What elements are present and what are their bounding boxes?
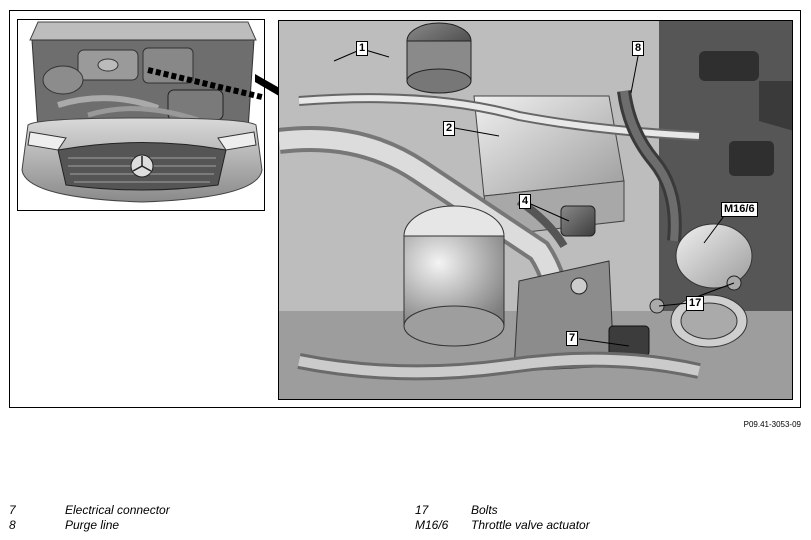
callout-2: 2 <box>443 121 456 136</box>
legend-description: Purge line <box>65 518 120 532</box>
locator-arrow <box>255 74 283 96</box>
callout-1: 1 <box>356 41 369 56</box>
vehicle-overview-inset <box>17 19 265 211</box>
legend-description: Bolts <box>471 503 498 517</box>
callout-7: 7 <box>566 331 579 346</box>
legend-description: Throttle valve actuator <box>471 518 590 532</box>
engine-compartment-view: 1 2 4 7 8 17 M16/6 <box>278 20 793 400</box>
vehicle-front-illustration <box>21 21 264 203</box>
callout-8: 8 <box>632 41 645 56</box>
legend-number: 7 <box>9 503 16 517</box>
callout-17: 17 <box>686 296 705 311</box>
callout-4: 4 <box>519 194 532 209</box>
legend-number: 8 <box>9 518 16 532</box>
figure-id: P09.41-3053-09 <box>743 420 801 429</box>
legend-description: Electrical connector <box>65 503 170 517</box>
callout-M16-6: M16/6 <box>721 202 758 217</box>
legend-number: 17 <box>415 503 429 517</box>
engine-detail-illustration <box>279 21 792 399</box>
legend-number: M16/6 <box>415 518 449 532</box>
